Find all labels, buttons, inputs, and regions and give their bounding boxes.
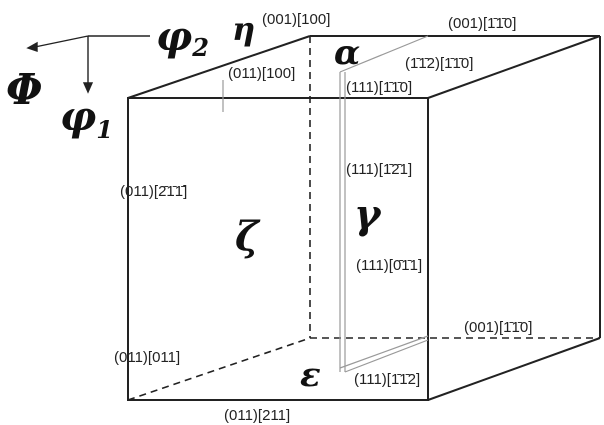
- cube-top-left-edge: [127, 35, 311, 99]
- epsilon-label: ε: [300, 355, 321, 395]
- Phi-axis-line: [29, 35, 89, 49]
- hidden-bottom-left-edge: [127, 337, 311, 401]
- label-112-1m10: (1̄1̄2)[1̄1̄0]: [405, 55, 473, 72]
- label-111-0m11: (111)[0̄1̄1]: [356, 257, 422, 274]
- label-011-211: (011)[211]: [224, 407, 290, 424]
- label-001-1m10-top: (001)[1̄1̄0]: [448, 15, 516, 32]
- alpha-label: α: [334, 33, 360, 73]
- label-111-1m21: (111)[1̄2̄1]: [346, 161, 412, 178]
- cube-solid-edges: [127, 35, 601, 401]
- phi2-label: φ2: [156, 13, 209, 62]
- label-011-100: (011)[100]: [228, 65, 295, 82]
- label-011-2m1m1: (011)[2̄1̄1̄]: [120, 183, 187, 200]
- gamma-label: γ: [354, 191, 382, 238]
- label-001-100: (001)[100]: [262, 11, 330, 28]
- Phi-label: Φ: [6, 65, 43, 114]
- fiber-lines: [222, 35, 429, 373]
- cube-bottom-right-edge: [427, 337, 601, 401]
- alpha-fiber-top: [339, 35, 429, 73]
- phi1-label: φ1: [60, 93, 113, 144]
- epsilon-fiber-bottom: [344, 339, 429, 373]
- label-001-1m10-bottom: (001)[1̄1̄0]: [464, 319, 532, 336]
- eta-label: η: [232, 10, 255, 48]
- Phi-axis-arrowhead: [26, 41, 38, 52]
- epsilon-fiber-bottom-2: [339, 335, 429, 369]
- label-111-m1m12: (111)[1̄1̄2]: [354, 371, 420, 388]
- zeta-label: ζ: [235, 213, 261, 260]
- phi1-axis-arrowhead: [82, 82, 94, 94]
- cube-top-right-edge: [427, 35, 601, 99]
- label-011-011: (011)[011]: [114, 349, 180, 366]
- cube-hidden-edges: [127, 36, 600, 401]
- label-111-1m10: (111)[1̄1̄0]: [346, 79, 412, 96]
- axes-indicator: [26, 35, 150, 94]
